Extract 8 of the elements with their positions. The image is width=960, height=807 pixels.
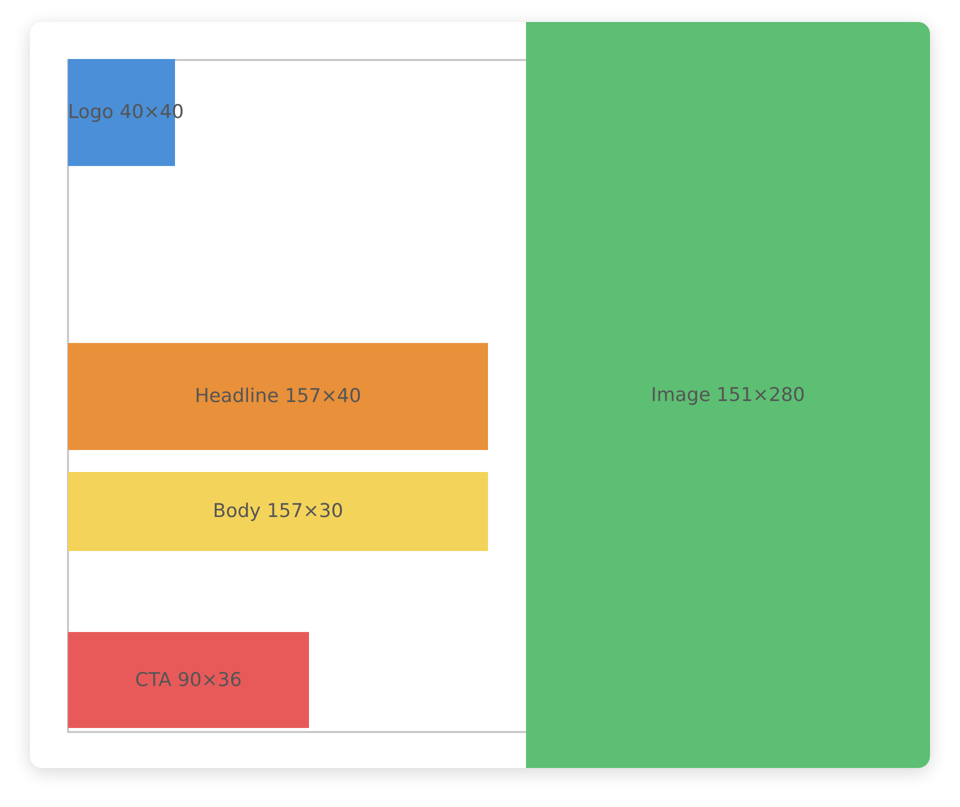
layout-block xyxy=(526,22,930,768)
block-label: Body 157×30 xyxy=(212,500,344,523)
layout-block xyxy=(68,632,309,728)
block-label: Image 151×280 xyxy=(651,384,805,406)
block-label: CTA 90×36 xyxy=(135,668,242,692)
block-label: Headline 157×40 xyxy=(194,385,362,408)
layout-block xyxy=(68,472,488,551)
layout-block xyxy=(68,343,488,450)
